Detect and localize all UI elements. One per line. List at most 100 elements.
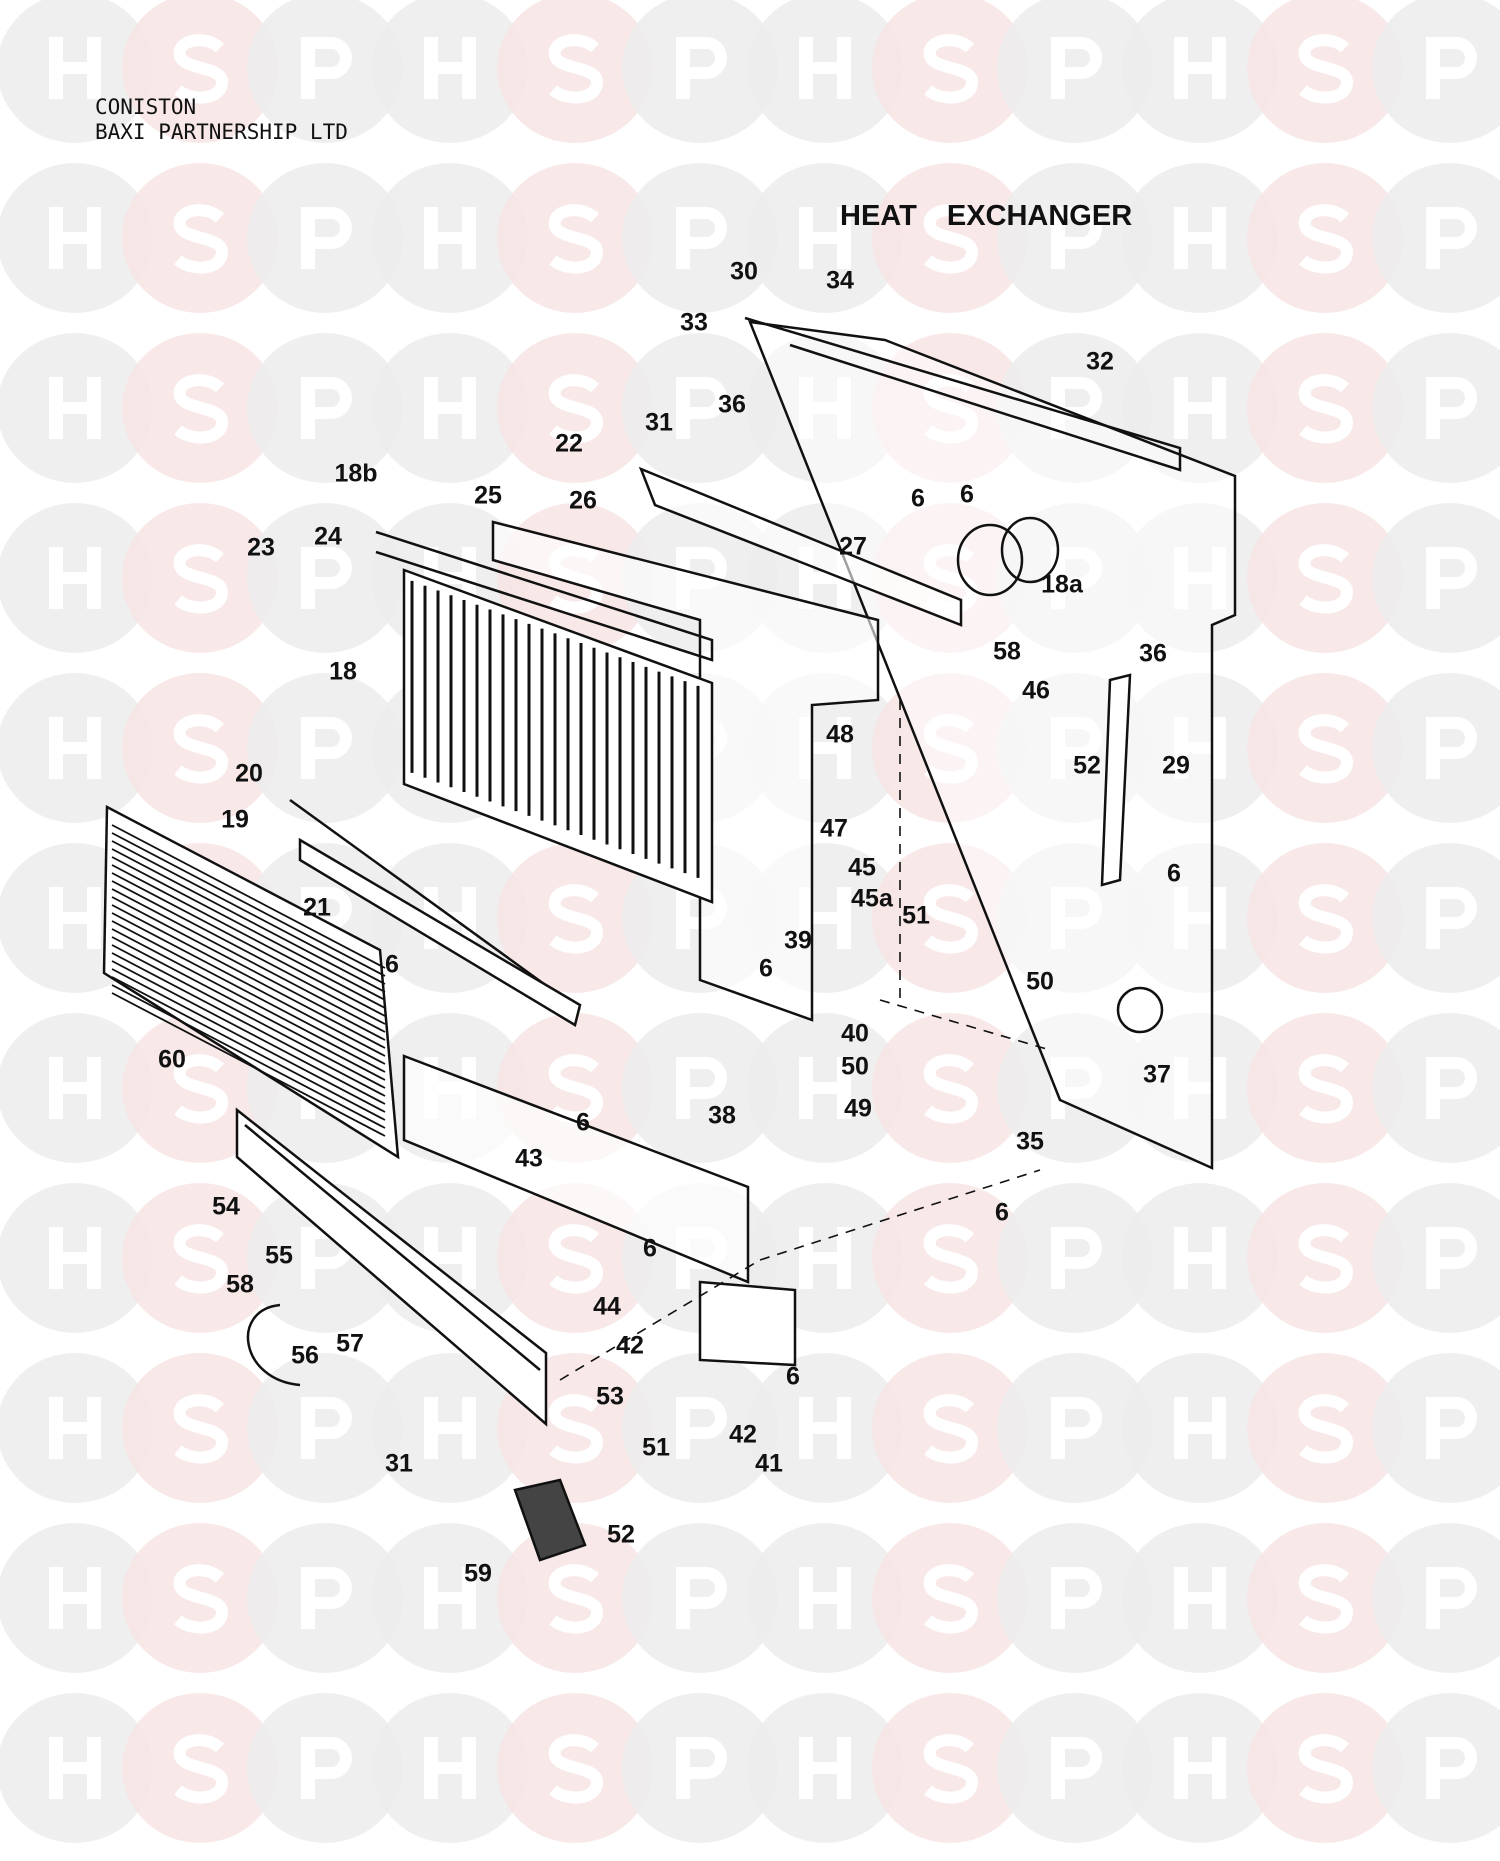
part-label[interactable]: 57	[336, 1329, 364, 1358]
part-label[interactable]: 18	[329, 657, 357, 686]
watermark-h-mark	[372, 333, 528, 483]
part-label[interactable]: 60	[158, 1045, 186, 1074]
top-bracket	[744, 316, 1182, 472]
watermark-h-mark	[747, 1693, 903, 1843]
part-label[interactable]: 54	[212, 1192, 240, 1221]
watermark-p-mark	[997, 0, 1153, 143]
part-label[interactable]: 51	[642, 1433, 670, 1462]
watermark-p-mark	[622, 1693, 778, 1843]
part-label[interactable]: 52	[1073, 751, 1101, 780]
watermark-p-mark	[997, 1693, 1153, 1843]
watermark-h-mark	[1122, 163, 1278, 313]
watermark-s-mark	[1247, 673, 1403, 823]
side-bar-29	[1100, 673, 1132, 887]
watermark-p-mark	[1372, 673, 1500, 823]
grille-louvres	[111, 824, 386, 1137]
part-label[interactable]: 52	[607, 1520, 635, 1549]
part-label[interactable]: 58	[226, 1270, 254, 1299]
part-label[interactable]: 50	[1026, 967, 1054, 996]
part-label[interactable]: 32	[1086, 347, 1114, 376]
part-label[interactable]: 30	[730, 257, 758, 286]
louvre	[111, 992, 386, 1137]
part-label[interactable]: 47	[820, 814, 848, 843]
part-label[interactable]: 6	[911, 484, 925, 513]
part-label[interactable]: 45a	[851, 884, 893, 913]
watermark-p-mark	[247, 163, 403, 313]
part-label[interactable]: 27	[839, 532, 867, 561]
part-label[interactable]: 59	[464, 1559, 492, 1588]
part-label[interactable]: 18a	[1041, 570, 1083, 599]
control-block	[698, 1280, 797, 1367]
part-label[interactable]: 6	[960, 480, 974, 509]
watermark-s-mark	[1247, 1693, 1403, 1843]
watermark-p-mark	[1372, 1523, 1500, 1673]
part-label[interactable]: 6	[786, 1362, 800, 1391]
part-label[interactable]: 46	[1022, 676, 1050, 705]
part-label[interactable]: 49	[844, 1094, 872, 1123]
part-label[interactable]: 41	[755, 1449, 783, 1478]
part-label[interactable]: 21	[303, 893, 331, 922]
louvre	[111, 824, 386, 969]
part-label[interactable]: 29	[1162, 751, 1190, 780]
part-label[interactable]: 31	[645, 408, 673, 437]
watermark-s-mark	[122, 1693, 278, 1843]
part-label[interactable]: 34	[826, 266, 854, 295]
part-label[interactable]: 58	[993, 637, 1021, 666]
part-label[interactable]: 48	[826, 720, 854, 749]
watermark-s-mark	[497, 0, 653, 143]
part-label[interactable]: 36	[718, 390, 746, 419]
watermark-h-mark	[747, 1013, 903, 1163]
part-label[interactable]: 50	[841, 1052, 869, 1081]
part-label[interactable]: 51	[902, 901, 930, 930]
watermark-h-mark	[0, 673, 153, 823]
part-label[interactable]: 36	[1139, 639, 1167, 668]
part-label[interactable]: 23	[247, 533, 275, 562]
part-label[interactable]: 31	[385, 1449, 413, 1478]
control-knob	[1116, 986, 1164, 1034]
part-label[interactable]: 35	[1016, 1127, 1044, 1156]
part-label[interactable]: 25	[474, 481, 502, 510]
louvre	[111, 952, 386, 1097]
part-label[interactable]: 6	[385, 950, 399, 979]
part-label[interactable]: 53	[596, 1382, 624, 1411]
part-label[interactable]: 43	[515, 1144, 543, 1173]
watermark-h-mark	[0, 503, 153, 653]
watermark-h-mark	[1122, 1183, 1278, 1333]
watermark-h-mark	[372, 1353, 528, 1503]
part-label[interactable]: 42	[616, 1331, 644, 1360]
part-label[interactable]: 6	[759, 954, 773, 983]
part-label[interactable]: 24	[314, 522, 342, 551]
part-label[interactable]: 40	[841, 1019, 869, 1048]
louvre	[111, 920, 386, 1065]
part-label[interactable]: 55	[265, 1241, 293, 1270]
part-label[interactable]: 6	[995, 1198, 1009, 1227]
part-label[interactable]: 20	[235, 759, 263, 788]
part-label[interactable]: 19	[221, 805, 249, 834]
part-label[interactable]: 18b	[334, 459, 378, 488]
part-label[interactable]: 39	[784, 926, 812, 955]
part-label[interactable]: 44	[593, 1292, 621, 1321]
watermark-p-mark	[1372, 1353, 1500, 1503]
part-label[interactable]: 56	[291, 1341, 319, 1370]
louvre	[111, 888, 386, 1033]
part-label[interactable]: 6	[576, 1108, 590, 1137]
part-label[interactable]: 6	[1167, 859, 1181, 888]
part-label[interactable]: 42	[729, 1420, 757, 1449]
louvre	[111, 872, 386, 1017]
watermark-s-mark	[872, 163, 1028, 313]
part-label[interactable]: 22	[555, 429, 583, 458]
part-label[interactable]: 6	[643, 1234, 657, 1263]
watermark-p-mark	[622, 1353, 778, 1503]
part-label[interactable]: 33	[680, 308, 708, 337]
watermark-p-mark	[1372, 1013, 1500, 1163]
watermark-h-mark	[372, 1693, 528, 1843]
part-label[interactable]: 26	[569, 486, 597, 515]
part-label[interactable]: 38	[708, 1101, 736, 1130]
watermark-s-mark	[1247, 503, 1403, 653]
part-label[interactable]: 37	[1143, 1060, 1171, 1089]
part-label[interactable]: 45	[848, 853, 876, 882]
watermark-h-mark	[747, 163, 903, 313]
watermark-p-mark	[1372, 843, 1500, 993]
